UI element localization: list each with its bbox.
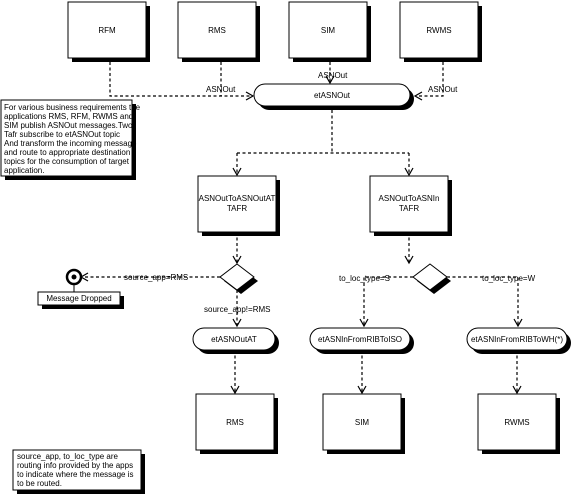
note-bottom-line: to be routed. <box>17 479 62 488</box>
decision-source-app[interactable] <box>219 263 258 294</box>
final-node <box>65 268 83 286</box>
label-source-app-not-rms: source_app!=RMS <box>204 305 270 314</box>
note-top: For various business requirements the ap… <box>0 99 141 180</box>
note-bottom-line: to indicate where the message is <box>17 470 134 479</box>
sim-top-box[interactable]: SIM <box>288 1 371 62</box>
note-top-line: For various business requirements the <box>4 103 141 112</box>
flow-rwms-to-etasnout <box>413 62 444 101</box>
etasnin-wh-topic[interactable]: etASNInFromRIBToWH(*) <box>466 327 571 354</box>
label-to-loc-s: to_loc_type=S <box>339 274 390 283</box>
note-top-line: SIM publish ASNOut messages.Two <box>4 121 133 130</box>
label-to-loc-w: to_loc_type=W <box>482 274 536 283</box>
asnout-label-right: ASNOut <box>428 85 458 94</box>
message-dropped-label: Message Dropped <box>46 294 111 303</box>
rfm-box[interactable]: RFM <box>67 1 150 62</box>
tafr-asnout-to-asnoutat[interactable]: ASNOutToASNOutAT TAFR <box>197 175 280 236</box>
note-top-line: and route to appropriate destination <box>4 148 130 157</box>
flow-tafr-at-to-decision <box>232 232 242 265</box>
label-source-app-rms: source_app=RMS <box>124 273 188 282</box>
rms-top-label: RMS <box>208 26 226 35</box>
flow-sim-to-etasnout <box>325 62 335 85</box>
note-bottom-line: source_app, to_loc_type are <box>17 452 119 461</box>
flow-etasnoutat-to-rms <box>230 350 240 395</box>
sim-bottom-box[interactable]: SIM <box>322 393 405 454</box>
rms-top-box[interactable]: RMS <box>177 1 260 62</box>
flow-tafr-in-to-decision <box>404 232 414 265</box>
sim-top-label: SIM <box>321 26 336 35</box>
sim-bottom-label: SIM <box>355 418 370 427</box>
decision-to-loc-type[interactable] <box>412 263 451 294</box>
flow-etasnin-wh-to-rwms <box>512 350 522 395</box>
flow-to-etasnin-wh <box>447 276 523 328</box>
rms-bottom-box[interactable]: RMS <box>195 393 278 454</box>
note-bottom: source_app, to_loc_type are routing info… <box>12 449 145 494</box>
etasnin-iso-label: etASNInFromRIBToISO <box>318 335 402 344</box>
asnout-label-center: ASNOut <box>318 71 348 80</box>
note-top-line: application. <box>4 166 44 175</box>
etasnout-label: etASNOut <box>314 91 351 100</box>
note-top-line: applications RMS, RFM, RWMS and <box>4 112 133 121</box>
flow-to-etasnoutat <box>232 290 242 328</box>
tafr-in-line2: TAFR <box>399 204 420 213</box>
rwms-bottom-label: RWMS <box>504 418 529 427</box>
tafr-in-line1: ASNOutToASNIn <box>379 194 440 203</box>
rwms-top-label: RWMS <box>426 26 451 35</box>
etasnoutat-topic[interactable]: etASNOutAT <box>192 327 279 354</box>
etasnin-wh-label: etASNInFromRIBToWH(*) <box>471 335 563 344</box>
etasnout-topic[interactable]: etASNOut <box>253 83 414 110</box>
flow-etasnout-to-tafrs <box>232 110 414 177</box>
rwms-top-box[interactable]: RWMS <box>399 1 482 62</box>
etasnoutat-label: etASNOutAT <box>211 335 257 344</box>
tafr-at-line1: ASNOutToASNOutAT <box>199 194 276 203</box>
tafr-at-line2: TAFR <box>227 204 248 213</box>
rfm-label: RFM <box>98 26 116 35</box>
flow-rfm-to-etasnout <box>109 62 255 101</box>
message-dropped-box[interactable]: Message Dropped <box>37 291 124 309</box>
note-bottom-line: routing info provided by the apps <box>17 461 133 470</box>
rwms-bottom-box[interactable]: RWMS <box>477 393 560 454</box>
flow-to-etasnin-iso <box>359 276 413 328</box>
flow-etasnin-iso-to-sim <box>357 350 367 395</box>
tafr-asnout-to-asnin[interactable]: ASNOutToASNIn TAFR <box>369 175 452 236</box>
note-top-line: Tafr subscribe to etASNOut topic <box>4 130 120 139</box>
note-top-line: And transform the incoming message <box>4 139 137 148</box>
etasnin-iso-topic[interactable]: etASNInFromRIBToISO <box>309 327 414 354</box>
note-top-line: topics for the consumption of target <box>4 157 130 166</box>
rms-bottom-label: RMS <box>226 418 244 427</box>
asnout-label-left: ASNOut <box>206 85 236 94</box>
